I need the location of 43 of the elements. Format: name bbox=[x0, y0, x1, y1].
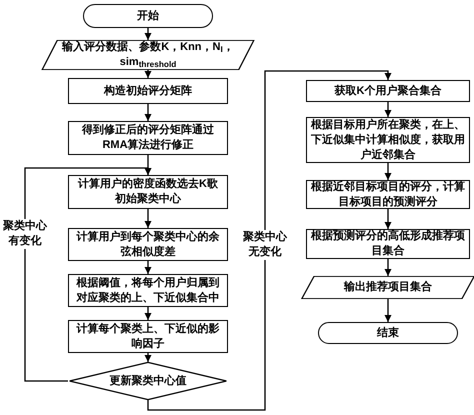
process-box bbox=[306, 80, 470, 102]
step-text: 得到修正后的评分矩阵通过RMA算法进行修正 bbox=[80, 123, 215, 153]
step-text: 计算用户的密度函数选去K歌初始聚类中心 bbox=[76, 177, 219, 207]
step-text: 计算每个聚类上、下近似的影响因子 bbox=[75, 322, 220, 352]
edge-label: 聚类中心无变化 bbox=[242, 230, 288, 260]
arrow bbox=[384, 259, 392, 276]
input-output-parallelogram bbox=[300, 276, 474, 299]
process-box bbox=[68, 121, 228, 155]
arrow bbox=[24, 167, 152, 382]
step-text: 更新聚类中心值 bbox=[108, 374, 188, 388]
arrow bbox=[144, 261, 152, 274]
process-box bbox=[68, 320, 228, 353]
terminal-shape bbox=[83, 4, 213, 28]
edge-label: 聚类中心有变化 bbox=[2, 219, 48, 249]
step-text: 根据预测评分的高低形成推荐项目集合 bbox=[310, 229, 466, 259]
step-text: 结束 bbox=[376, 326, 400, 340]
arrow bbox=[144, 28, 152, 40]
step-text: 根据近邻目标项目的评分，计算目标项目的预测评分 bbox=[310, 180, 466, 210]
arrow bbox=[144, 307, 152, 320]
process-box bbox=[68, 78, 228, 104]
arrow bbox=[384, 102, 392, 117]
step-text: 构造初始评分矩阵 bbox=[102, 84, 193, 98]
arrow bbox=[144, 353, 152, 362]
decision-diamond bbox=[68, 362, 228, 400]
arrow bbox=[144, 209, 152, 228]
arrow bbox=[147, 70, 392, 411]
process-box bbox=[68, 175, 228, 209]
process-box bbox=[68, 228, 228, 261]
arrow bbox=[384, 299, 392, 322]
step-text: 输出推荐项目集合 bbox=[342, 280, 433, 295]
step-text: 开始 bbox=[136, 8, 160, 24]
step-text: 计算用户到每个聚类中心的余弦相似度差 bbox=[75, 230, 220, 260]
input-output-parallelogram bbox=[40, 40, 256, 70]
step-text: 输入评分数据、参数K，Knn，N$_{I}$，sim$_{threshold}$ bbox=[60, 40, 235, 70]
step-text: 获取K个用户聚合集合 bbox=[334, 84, 442, 98]
step-text: 根据目标用户所在聚类，在上、下近似集中计算相似度，获取用户近邻集合 bbox=[310, 118, 466, 162]
arrow bbox=[384, 209, 392, 229]
arrow bbox=[144, 70, 152, 78]
step-text: 根据阈值，将每个用户归属到对应聚类的上、下近似集合中 bbox=[75, 276, 220, 306]
arrow bbox=[144, 104, 152, 121]
process-box bbox=[68, 274, 228, 307]
arrow bbox=[384, 163, 392, 180]
terminal-shape bbox=[318, 322, 458, 344]
